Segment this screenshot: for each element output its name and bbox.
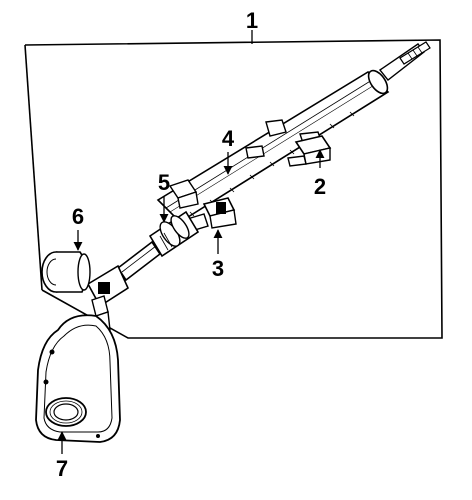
callout-2: 2 — [314, 174, 326, 199]
shaft-bearing-part-5 — [148, 210, 200, 258]
bracket-part-3 — [202, 197, 237, 229]
leader-lines — [57, 30, 325, 454]
upper-mount-brackets — [245, 119, 323, 167]
callout-6: 6 — [72, 204, 84, 229]
callout-5: 5 — [158, 170, 170, 195]
callout-1: 1 — [246, 8, 258, 33]
steering-shaft-tip — [378, 41, 431, 81]
intermediate-shaft — [116, 240, 162, 282]
boot-part-6 — [41, 251, 91, 293]
dash-cover-part-7 — [35, 314, 121, 443]
callout-4: 4 — [222, 126, 235, 151]
callout-3: 3 — [212, 256, 224, 281]
callout-7: 7 — [56, 456, 68, 481]
